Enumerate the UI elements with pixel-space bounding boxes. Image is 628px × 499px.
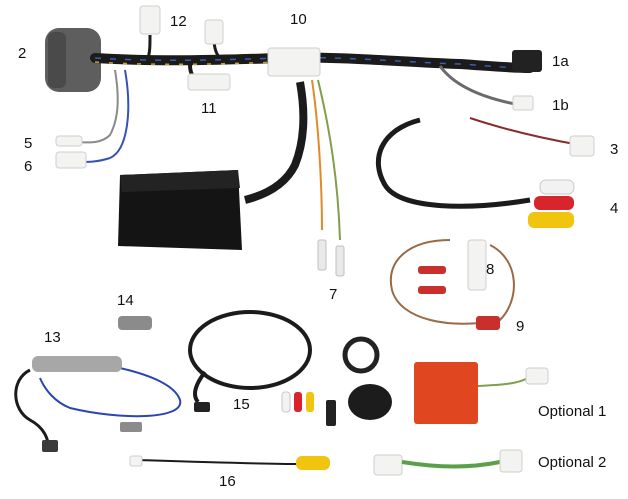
connector-15 xyxy=(194,402,210,412)
label-2: 2 xyxy=(18,45,27,62)
label-1b: 1b xyxy=(552,97,569,114)
antenna-plug xyxy=(120,422,142,432)
label-15: 15 xyxy=(233,396,250,413)
connector-fakra xyxy=(42,440,58,452)
connector-9 xyxy=(476,316,500,330)
label-8: 8 xyxy=(486,261,495,278)
connector-opt2-right xyxy=(499,449,523,473)
usb-ring xyxy=(342,336,380,374)
label-11: 11 xyxy=(201,100,217,117)
interface-module xyxy=(118,81,308,250)
label-1a: 1a xyxy=(552,53,569,70)
splitter-body xyxy=(32,356,122,372)
connector-6 xyxy=(55,151,87,169)
harness-3-4 xyxy=(375,117,595,228)
connector-16-left xyxy=(129,455,143,467)
label-10: 10 xyxy=(290,11,307,28)
wires-7 xyxy=(311,79,345,277)
label-4: 4 xyxy=(610,200,619,217)
rca-white xyxy=(539,179,575,195)
usb-socket xyxy=(348,384,392,420)
label-16: 16 xyxy=(219,473,236,490)
main-harness xyxy=(45,5,542,111)
connector-1b xyxy=(512,95,534,111)
rca-yellow xyxy=(528,212,574,228)
connector-10 xyxy=(267,47,321,77)
rca-red-15 xyxy=(294,392,302,412)
terminal-7b xyxy=(335,245,345,277)
label-6: 6 xyxy=(24,158,33,175)
label-optional-1: Optional 1 xyxy=(538,403,607,420)
label-5: 5 xyxy=(24,135,33,152)
orange-box xyxy=(414,362,478,424)
connector-12b xyxy=(204,19,224,45)
label-12: 12 xyxy=(170,13,187,30)
usb-av-cable-15 xyxy=(188,310,392,426)
crimp-red-1 xyxy=(418,266,446,274)
label-optional-2: Optional 2 xyxy=(538,454,607,471)
rca-yellow-16 xyxy=(296,456,330,470)
connector-opt1 xyxy=(525,367,549,385)
connector-11 xyxy=(187,73,231,91)
connector-5 xyxy=(55,135,83,147)
rca-yellow-15 xyxy=(306,392,314,412)
rca-red xyxy=(534,196,574,210)
connector-12 xyxy=(139,5,161,35)
crimp-red-2 xyxy=(418,286,446,294)
antenna-splitter-13 xyxy=(14,356,182,452)
label-3: 3 xyxy=(610,141,619,158)
optional-2 xyxy=(373,449,523,476)
label-9: 9 xyxy=(516,318,525,335)
terminal-7a xyxy=(317,239,327,271)
parts-8-9 xyxy=(389,239,515,330)
connector-3 xyxy=(569,135,595,157)
label-7: 7 xyxy=(329,286,338,303)
connector-1a xyxy=(512,50,542,72)
antenna-adapter-14 xyxy=(118,316,152,330)
cable-16 xyxy=(129,455,330,470)
label-14: 14 xyxy=(117,292,134,309)
optional-1 xyxy=(414,362,549,424)
usb-plug xyxy=(326,400,336,426)
label-13: 13 xyxy=(44,329,61,346)
rca-white-15 xyxy=(281,391,291,413)
wires-5-6 xyxy=(55,69,130,169)
connector-8 xyxy=(467,239,487,291)
connector-opt2-left xyxy=(373,454,403,476)
